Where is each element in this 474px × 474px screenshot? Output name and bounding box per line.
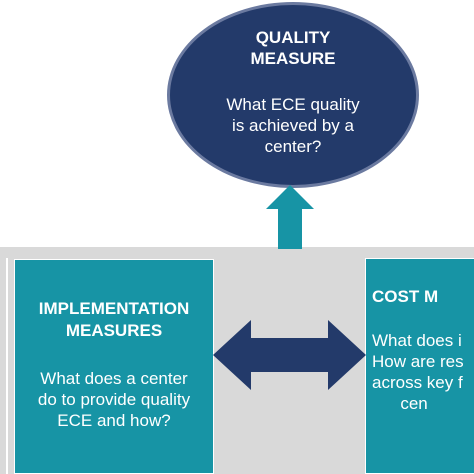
implementation-measures-box: [14, 259, 214, 474]
implementation-measures-question: What does a center do to provide quality…: [37, 369, 191, 430]
implementation-measures-title: IMPLEMENTATION MEASURES: [38, 299, 190, 340]
double-arrow-icon: [213, 320, 366, 390]
cost-measures-question: What does i How are res across key f cen: [372, 331, 464, 413]
band-divider-line: [6, 258, 8, 474]
cost-measures-title: COST M: [372, 287, 439, 306]
up-arrow-icon: [266, 185, 314, 249]
quality-measure-question: What ECE quality is achieved by a center…: [226, 95, 360, 156]
quality-measure-title: QUALITY MEASURE: [250, 28, 336, 68]
quality-measure-ellipse: [167, 2, 419, 188]
cost-measures-box: [365, 258, 474, 474]
